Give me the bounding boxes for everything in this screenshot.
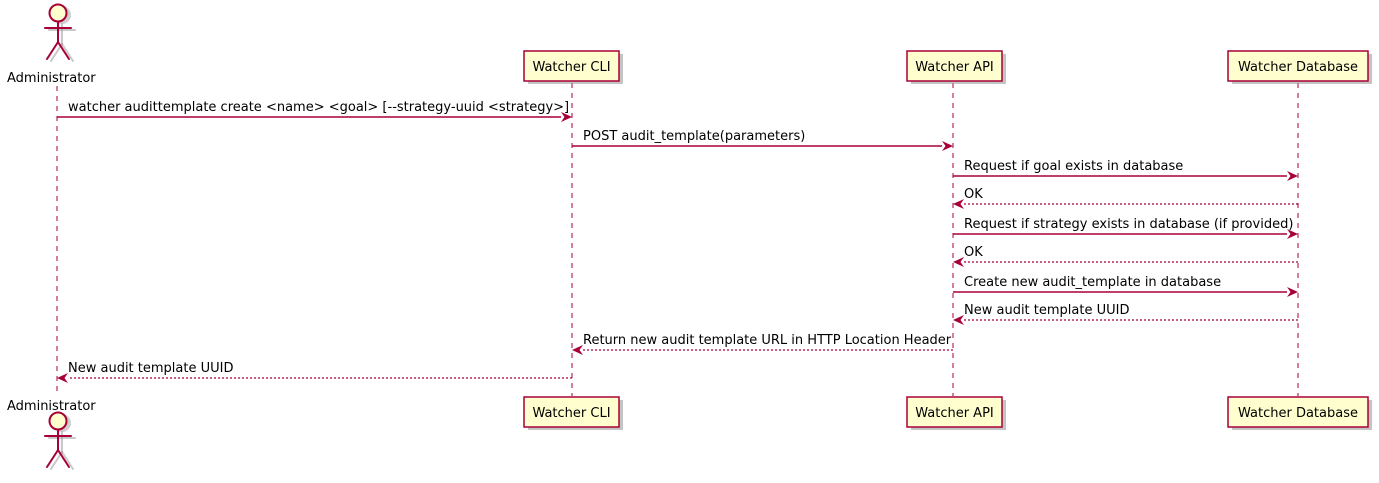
message-arrowhead-icon (1287, 229, 1298, 239)
message-label: Return new audit template URL in HTTP Lo… (583, 333, 952, 348)
message-label: watcher audittemplate create <name> <goa… (68, 100, 569, 115)
message-7[interactable]: Create new audit_template in database (953, 275, 1298, 297)
actor-leg-left-icon (46, 449, 59, 468)
message-arrowhead-icon (1287, 287, 1298, 297)
message-5[interactable]: Request if strategy exists in database (… (953, 217, 1298, 239)
actor-head-icon (48, 3, 68, 23)
participant-label-cli: Watcher CLI (532, 60, 610, 75)
message-10[interactable]: New audit template UUID (57, 361, 572, 383)
participant-label-api: Watcher API (915, 406, 994, 421)
message-arrowhead-icon (1287, 171, 1298, 181)
participant-db-bottom[interactable]: Watcher Database (1227, 396, 1372, 430)
actor-head-icon (48, 411, 68, 431)
message-arrowhead-icon (942, 141, 953, 151)
lifelines-layer (56, 83, 1299, 396)
message-label: Request if goal exists in database (964, 159, 1183, 174)
participant-api-top[interactable]: Watcher API (906, 50, 1006, 84)
actor-administrator-top[interactable]: Administrator (7, 3, 96, 87)
message-8[interactable]: New audit template UUID (953, 303, 1298, 325)
message-label: OK (964, 187, 983, 202)
message-label: Request if strategy exists in database (… (964, 217, 1293, 232)
actor-administrator-bottom[interactable]: Administrator (7, 399, 96, 470)
message-2[interactable]: POST audit_template(parameters) (572, 129, 953, 151)
participant-box (906, 396, 1003, 428)
message-1[interactable]: watcher audittemplate create <name> <goa… (57, 100, 572, 122)
participant-box (906, 50, 1003, 82)
actor-label-administrator-top: Administrator (7, 71, 96, 86)
participant-cli-bottom[interactable]: Watcher CLI (523, 396, 623, 430)
message-label: OK (964, 245, 983, 260)
actor-leg-right-icon (57, 449, 70, 468)
participant-db-top[interactable]: Watcher Database (1227, 50, 1372, 84)
message-arrowhead-icon (953, 199, 964, 209)
participant-cli-top[interactable]: Watcher CLI (523, 50, 623, 84)
message-arrowhead-icon (57, 373, 68, 383)
message-3[interactable]: Request if goal exists in database (953, 159, 1298, 181)
actor-leg-left-icon (46, 41, 59, 60)
message-6[interactable]: OK (953, 245, 1298, 267)
participant-label-api: Watcher API (915, 60, 994, 75)
message-arrowhead-icon (572, 345, 583, 355)
actor-leg-right-icon (57, 41, 70, 60)
message-arrowhead-icon (561, 112, 572, 122)
message-label: Create new audit_template in database (964, 275, 1221, 290)
participant-label-db: Watcher Database (1238, 60, 1358, 75)
participant-api-bottom[interactable]: Watcher API (906, 396, 1006, 430)
message-arrowhead-icon (953, 315, 964, 325)
participant-box (1227, 396, 1369, 428)
participant-label-db: Watcher Database (1238, 406, 1358, 421)
participant-box (523, 396, 620, 428)
participant-box (1227, 50, 1369, 82)
actor-label-administrator-bottom: Administrator (7, 399, 96, 414)
message-4[interactable]: OK (953, 187, 1298, 209)
participant-label-cli: Watcher CLI (532, 406, 610, 421)
message-label: POST audit_template(parameters) (583, 129, 805, 144)
message-label: New audit template UUID (68, 361, 233, 376)
message-9[interactable]: Return new audit template URL in HTTP Lo… (572, 333, 953, 355)
participant-box (523, 50, 620, 82)
message-label: New audit template UUID (964, 303, 1129, 318)
messages-layer: watcher audittemplate create <name> <goa… (57, 100, 1298, 383)
message-arrowhead-icon (953, 257, 964, 267)
